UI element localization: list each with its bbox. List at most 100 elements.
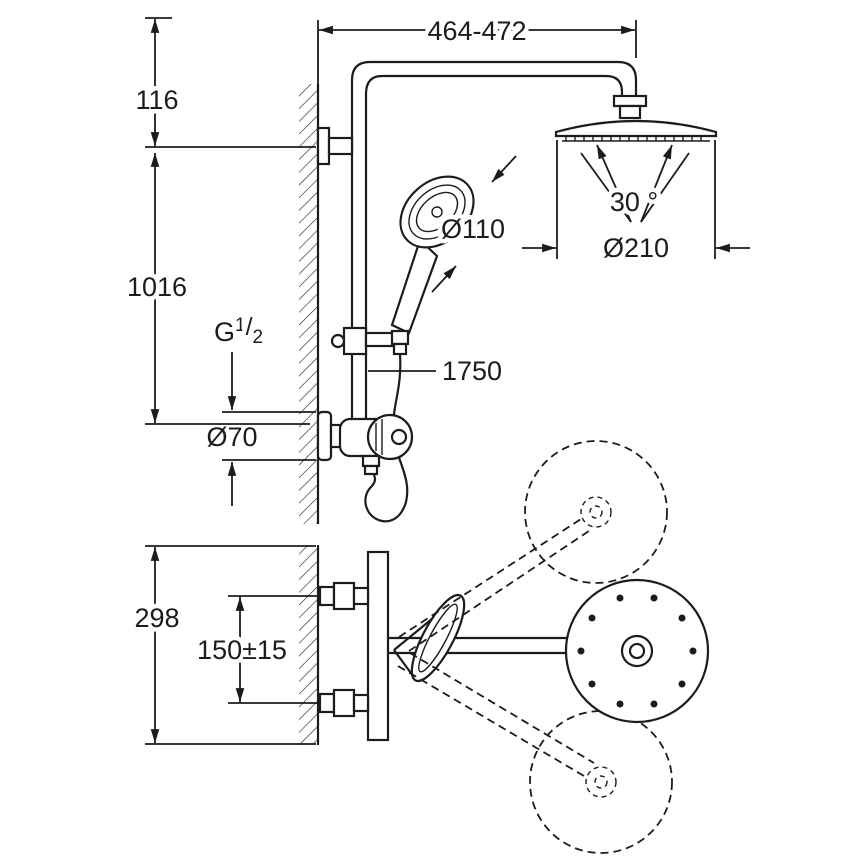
fitting-collar (318, 692, 336, 714)
mixer-handle-cap (390, 428, 408, 446)
handshower-face-center (431, 206, 443, 218)
swivel-position-upper (398, 440, 668, 652)
head-tilt-angle: 30 ° (580, 144, 690, 223)
handshower-nut (392, 342, 408, 356)
mixer-handle-grip (375, 419, 383, 455)
fitting-nut (332, 688, 356, 718)
dim-depth: 298 (134, 603, 179, 633)
spray-nozzles (565, 136, 702, 141)
tilted-head-cone (393, 593, 466, 683)
wall-hatching-plan (299, 545, 318, 745)
dashed-arm (409, 652, 595, 764)
head-connector-nut-lower (618, 104, 642, 120)
dashed-head-joint-center (589, 505, 603, 519)
dim-rail-height: 1016 (127, 272, 187, 302)
bolt-dot (689, 647, 697, 655)
dim-arrow (491, 155, 517, 183)
thread-label: G1/2 (214, 313, 263, 348)
head-shower-plan (564, 578, 710, 724)
holder-knob (330, 333, 346, 349)
dim-escutcheon-diameter: Ø70 (206, 422, 257, 452)
dashed-head-joint (580, 496, 612, 528)
dim-handshower-group: Ø110 (431, 155, 517, 293)
dim-depth-group: 298 (130, 545, 316, 745)
bolt-dot (588, 614, 596, 622)
handshower-face-ring (415, 191, 459, 233)
handshower-face-outer (399, 175, 475, 249)
dim-head-diameter-group: Ø210 (522, 140, 750, 268)
fitting-stub (352, 693, 370, 713)
dim-inlet-spacing-group: 150±15 (193, 595, 318, 704)
shower-rail (316, 60, 638, 432)
wall-plan (299, 545, 320, 745)
bolt-dot (678, 614, 686, 622)
cone-rim-inner (418, 603, 458, 673)
fitting-nut (332, 581, 356, 611)
tilt-line-right (640, 152, 690, 223)
rail-outer-line (350, 60, 638, 432)
dim-width-range: 464-472 (427, 16, 526, 46)
dim-top-offset-group: 116 (131, 17, 316, 148)
wall-front (299, 84, 320, 524)
wall-hatching-front (299, 84, 318, 524)
tilt-line-right-arrow (640, 144, 673, 223)
head-shower (554, 94, 718, 142)
fitting-collar (318, 585, 336, 607)
dashed-arm (398, 518, 582, 638)
dim-inlet-spacing: 150±15 (197, 635, 287, 665)
handshower-head (399, 175, 475, 249)
wall-bracket-flange (316, 126, 331, 166)
dashed-arm (397, 665, 585, 777)
mixer-valve (316, 410, 414, 476)
dim-top-offset: 116 (135, 85, 178, 115)
wall-bracket-arm (327, 136, 354, 156)
dim-head-tilt-angle: 30 ° (610, 187, 658, 217)
handshower-face-ring (408, 184, 466, 240)
dashed-head-outline (529, 710, 673, 854)
dim-rail-height-group: 1016 (122, 153, 310, 425)
dim-width-group: 464-472 (317, 12, 637, 86)
tilt-line-left-arrow (596, 144, 632, 223)
bolt-dot (577, 647, 585, 655)
dim-hose-length: 1750 (442, 356, 502, 386)
dim-head-diameter: Ø210 (603, 233, 669, 263)
bolt-dot (588, 680, 596, 688)
front-view: 30 ° Ø210 (122, 12, 750, 524)
dim-hose-length-group: 1750 (368, 352, 507, 391)
dashed-head-outline (524, 440, 668, 584)
escutcheon (316, 410, 333, 462)
supply-fitting-top (318, 581, 370, 611)
bolt-dot (616, 594, 624, 602)
dim-arrow (431, 265, 457, 293)
tilt-line-left (580, 152, 632, 223)
dim-handshower-diameter: Ø110 (441, 214, 505, 244)
bolt-dot (650, 700, 658, 708)
mixer-plan (318, 550, 390, 742)
dashed-head-joint (585, 766, 617, 798)
dashed-arm (408, 530, 590, 652)
bolt-dot (616, 700, 624, 708)
hose-outlet (361, 454, 381, 468)
mixer-handle (366, 413, 414, 461)
rail-inner-line (364, 74, 624, 432)
fitting-stub (352, 586, 370, 606)
head-joint (620, 634, 654, 668)
mounting-plate (366, 550, 390, 742)
holder-clamp (342, 326, 368, 356)
dashed-head-joint-center (594, 775, 608, 789)
cone-rim (410, 593, 466, 683)
handshower-connector (390, 329, 410, 346)
head-outline-plan (564, 578, 710, 724)
supply-fitting-bottom (318, 688, 370, 718)
handshower-holder (330, 326, 398, 356)
hose-outlet-nut (363, 464, 379, 476)
bolt-dot (678, 680, 686, 688)
head-joint-center (628, 642, 646, 660)
bolt-dot (650, 594, 658, 602)
plan-view: 298 150±15 (130, 440, 710, 854)
handshower-handle (390, 238, 439, 335)
head-connector-nut-upper (612, 94, 648, 108)
swivel-position-lower (397, 652, 673, 854)
thread-label-group: G1/2 (210, 309, 268, 410)
